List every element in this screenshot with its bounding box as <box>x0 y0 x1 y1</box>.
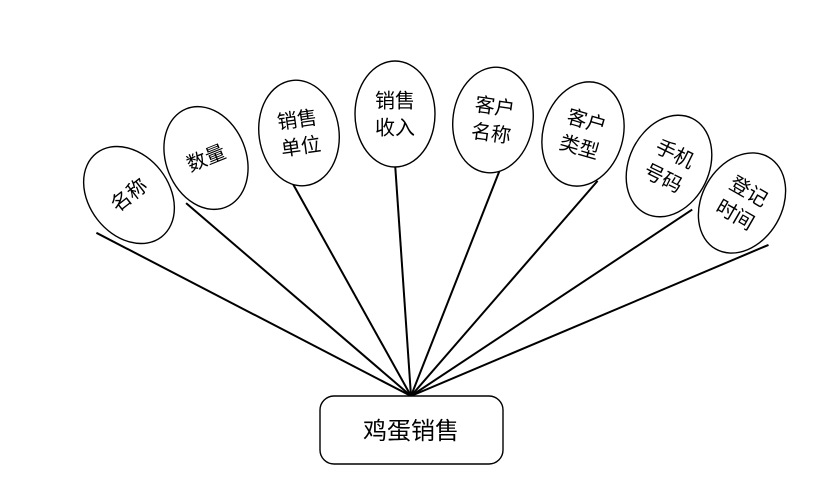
attribute-name: 名称 <box>82 145 176 245</box>
connector-register-time <box>410 243 769 397</box>
entity-label: 鸡蛋销售 <box>363 417 459 445</box>
attribute-ellipse <box>697 152 787 254</box>
attribute-ellipse <box>258 79 340 187</box>
attribute-label: 收入 <box>375 116 415 140</box>
attribute-label: 销售 <box>276 105 319 134</box>
attribute-ellipse <box>354 60 436 168</box>
attribute-label: 销售 <box>375 89 415 113</box>
attribute-label: 客户 <box>473 92 516 121</box>
connector-customer-name <box>410 168 502 397</box>
attribute-label: 名称 <box>470 119 513 148</box>
entity-node: 鸡蛋销售 <box>319 395 504 465</box>
attribute-quantity: 数量 <box>163 105 249 211</box>
attribute-ellipse <box>625 114 713 218</box>
connector-sales-unit <box>290 181 412 397</box>
connector-quantity <box>185 202 412 397</box>
connector-name <box>95 231 412 397</box>
entity-box <box>319 395 504 465</box>
attribute-ellipse <box>452 66 534 174</box>
attribute-ellipse <box>541 81 625 187</box>
attribute-nodes: 名称数量销售单位销售收入客户名称客户类型手机号码登记时间 <box>82 60 787 254</box>
attribute-label: 单位 <box>279 132 322 161</box>
attribute-ellipse <box>82 145 176 245</box>
connector-phone-number <box>410 208 693 397</box>
connector-customer-type <box>410 180 599 397</box>
connector-lines <box>95 162 769 397</box>
attribute-ellipse <box>163 105 249 211</box>
connector-sales-income <box>394 162 412 397</box>
